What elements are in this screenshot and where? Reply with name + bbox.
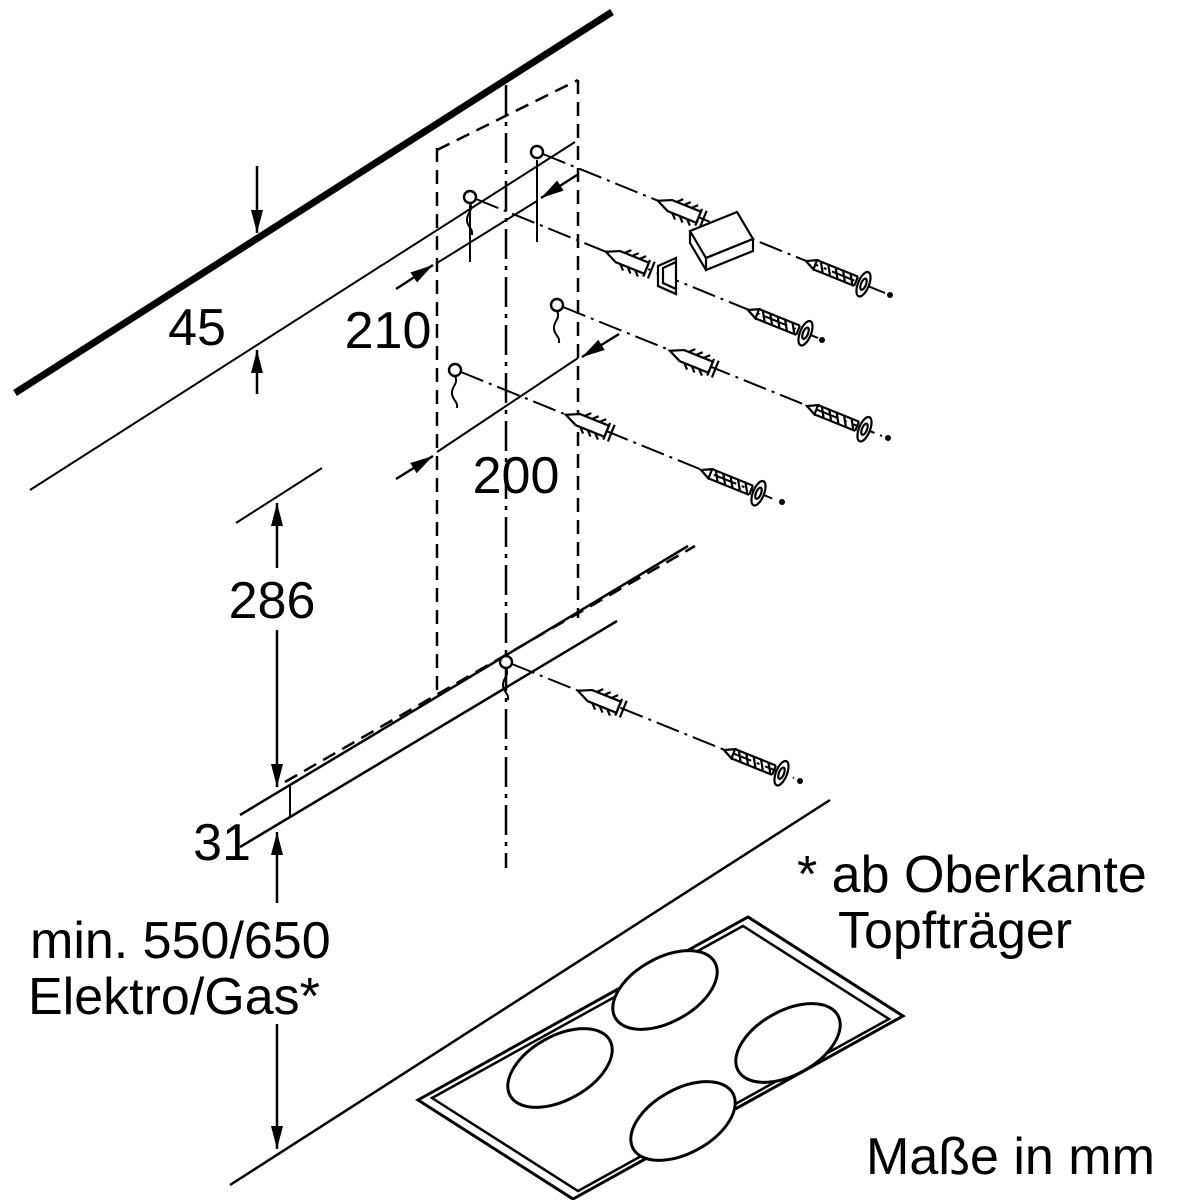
plate-top-dashed-line <box>436 78 579 152</box>
footnote-line2: Topfträger <box>838 902 1072 960</box>
end-dot <box>887 292 893 298</box>
screw-icon <box>742 296 817 349</box>
burner-icon <box>734 1002 842 1084</box>
dim-45-label: 45 <box>168 299 226 357</box>
mounting-bracket-icon <box>656 210 755 296</box>
screws <box>695 247 876 789</box>
burner-icon <box>611 949 719 1031</box>
end-dot <box>885 435 891 441</box>
wall-anchor-icon <box>652 189 709 231</box>
cooktop <box>415 915 906 1200</box>
hood-top-reference-line <box>29 141 576 491</box>
rail-bottom-line <box>239 619 618 849</box>
duct-reference-tick <box>235 467 323 524</box>
projection-line-1 <box>542 153 886 294</box>
mounting-hole-icon <box>447 362 463 410</box>
burner-icon <box>629 1080 737 1162</box>
rail-dashed-line <box>284 544 696 784</box>
dimension-labels: 45 210 200 286 31 min. 550/650 Elektro/G… <box>28 299 559 1026</box>
rail-top-line <box>239 544 689 817</box>
mounting-hole-icon <box>462 189 478 237</box>
end-dot <box>779 499 785 505</box>
notes: * ab Oberkante Topfträger Maße in mm <box>797 846 1155 1186</box>
dim-31-label: 31 <box>193 814 251 872</box>
countertop-line <box>229 798 831 1187</box>
screw-icon <box>695 456 770 509</box>
span-line-210 <box>436 200 538 264</box>
wall-anchor-icon <box>560 403 617 445</box>
dim-fuel-type-label: Elektro/Gas* <box>28 968 320 1026</box>
footnote-line1: * ab Oberkante <box>797 846 1147 904</box>
wall-edge-line <box>13 9 614 396</box>
dim-286-label: 286 <box>229 572 316 630</box>
projection-line-3 <box>562 306 883 437</box>
arrow-200-left <box>395 454 434 481</box>
wall-lines <box>13 9 831 1187</box>
dimension-arrows <box>251 166 620 1149</box>
wall-anchor-icon <box>664 339 721 381</box>
screw-icon <box>718 736 793 789</box>
end-dot <box>819 337 825 343</box>
mounting-rail <box>239 544 689 849</box>
dim-210-label: 210 <box>345 302 432 360</box>
screw-icon <box>801 392 876 445</box>
projection-end-dots <box>779 292 893 784</box>
arrow-210-left <box>395 263 434 291</box>
screw-icon <box>800 247 875 300</box>
mounting-hole-icon <box>498 654 514 702</box>
end-dot <box>797 778 803 784</box>
dim-200-label: 200 <box>473 447 560 505</box>
wall-anchor-icon <box>600 240 657 282</box>
dimension-lines <box>436 160 579 453</box>
dim-min-height-label: min. 550/650 <box>30 912 331 970</box>
mounting-hole-icon <box>529 144 545 160</box>
projection-line-2 <box>475 198 819 339</box>
mounting-hole-icon <box>549 297 565 345</box>
units-label: Maße in mm <box>866 1128 1155 1186</box>
projection-line-5 <box>511 663 795 779</box>
mounting-plate-outline <box>284 78 696 784</box>
wall-anchor-icon <box>572 679 629 721</box>
burner-icon <box>506 1027 614 1109</box>
arrow-200-right <box>581 332 620 359</box>
span-line-200 <box>436 357 579 453</box>
arrow-210-right <box>540 173 578 200</box>
